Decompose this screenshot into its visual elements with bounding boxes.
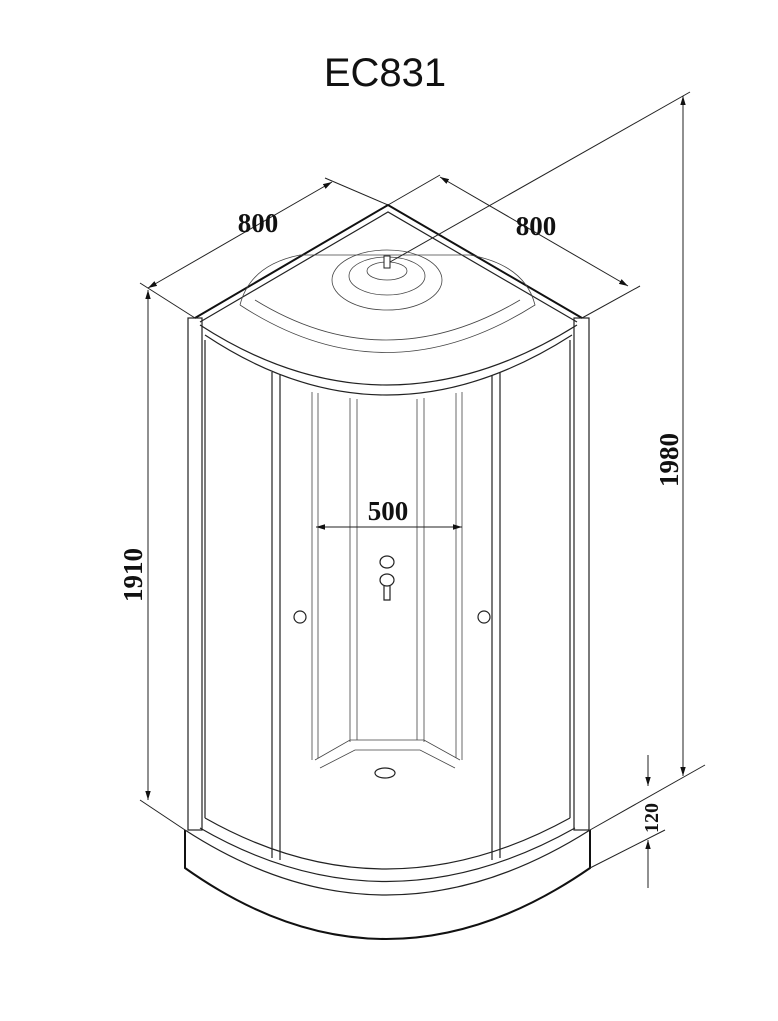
dimension-lines [139,91,706,888]
dim-cabin-height: 1910 [118,548,148,602]
cabin-frame [187,317,590,882]
dim-width-right: 800 [516,211,557,241]
dim-tray-height: 120 [641,803,663,833]
mixer-tap [379,555,395,601]
dim-door-opening: 500 [368,496,409,526]
shower-tray [184,829,591,940]
dim-total-height: 1980 [654,433,684,487]
door-handle-left [293,610,307,624]
door-handle-right [477,610,491,624]
model-title: EC831 [324,51,446,95]
dim-width-left: 800 [238,208,279,238]
